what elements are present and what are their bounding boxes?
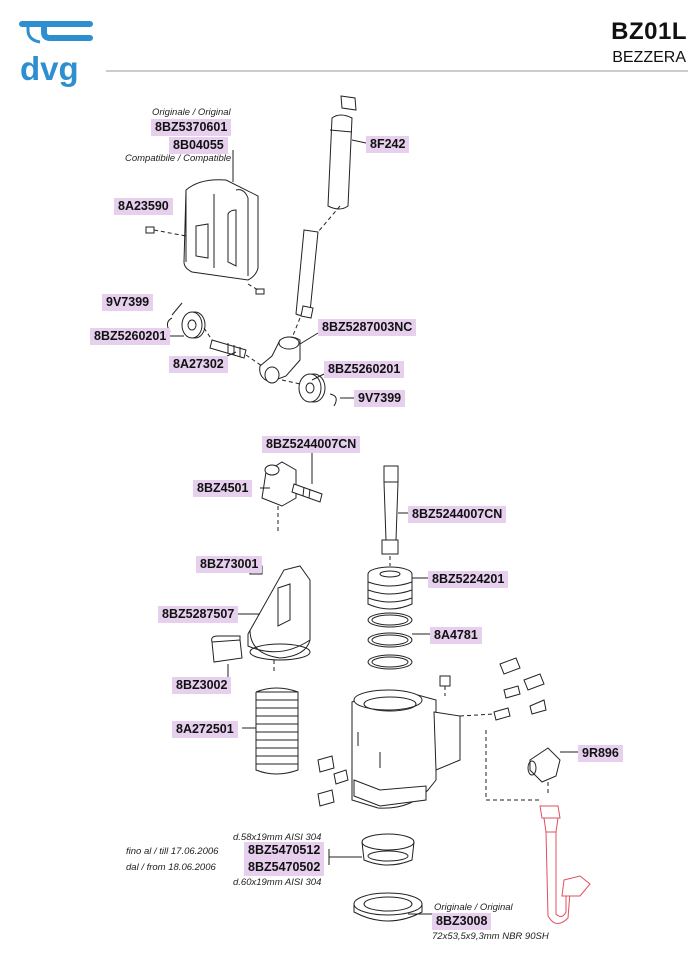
gasket-original-note: Originale / Original	[434, 902, 513, 913]
part-label-cap: 8BZ3002	[172, 677, 232, 694]
part-label-bearing-right: 8BZ5260201	[324, 361, 405, 378]
gasket-spec: 72x53,5x9,3mm NBR 90SH	[432, 931, 549, 942]
group-cylinder	[351, 675, 461, 809]
group-link	[260, 450, 323, 534]
group-tube	[539, 805, 591, 924]
group-piston	[367, 566, 428, 610]
group-rod	[381, 465, 408, 566]
filter-spec-bottom: d.60x19mm AISI 304	[233, 877, 322, 888]
part-label-link: 8BZ4501	[193, 480, 253, 497]
part-label-spring: 8A272501	[172, 721, 238, 738]
group-elbow	[527, 747, 578, 796]
part-label-support: 8BZ5287507	[158, 606, 239, 623]
model-code: BZ01L	[611, 18, 687, 45]
filter-code-until: 8BZ5470512	[244, 842, 325, 859]
part-label-piston: 8BZ5224201	[428, 571, 509, 588]
group-bottom-gasket	[353, 892, 432, 922]
part-label-pin: 8A27302	[169, 356, 228, 373]
part-label-spring-seat: 8BZ73001	[196, 556, 263, 573]
cover-compatible-note: Compatibile / Compatible	[125, 153, 232, 164]
cover-original-note: Originale / Original	[152, 107, 231, 118]
part-label-gasket-set: 8A4781	[430, 627, 482, 644]
part-label-rod: 8BZ5244007CN	[408, 506, 507, 523]
group-lever	[295, 95, 367, 319]
gasket-code: 8BZ3008	[432, 913, 492, 930]
group-bearings	[166, 302, 354, 407]
part-label-link-pin: 8BZ5244007CN	[262, 436, 361, 453]
filter-from-note: dal / from 18.06.2006	[126, 862, 216, 873]
group-hub	[259, 317, 319, 384]
dvg-logo: dvg	[16, 18, 96, 93]
part-label-circlip-right: 9V7399	[354, 390, 406, 407]
group-nuts-left	[317, 755, 349, 807]
dvg-logo-mark: dvg	[19, 21, 93, 87]
group-spring	[242, 687, 299, 775]
group-filter	[328, 833, 415, 866]
cover-compatible-code: 8B04055	[169, 137, 228, 154]
part-label-lever-hub: 8BZ5287003NC	[318, 319, 417, 336]
brand-name: BEZZERA	[612, 49, 686, 66]
group-screws-right	[459, 657, 547, 801]
group-screws-cover	[145, 226, 265, 295]
filter-until-note: fino al / till 17.06.2006	[126, 846, 219, 857]
cover-original-code: 8BZ5370601	[151, 119, 232, 136]
filter-spec-top: d.58x19mm AISI 304	[233, 832, 322, 843]
part-label-lever: 8F242	[366, 136, 410, 153]
group-cover	[183, 150, 259, 281]
part-label-bearing-left: 8BZ5260201	[90, 328, 171, 345]
group-cap	[211, 635, 243, 680]
group-gaskets	[367, 612, 430, 670]
part-label-circlip-left: 9V7399	[102, 294, 154, 311]
group-pin	[203, 327, 325, 385]
part-label-screw: 8A23590	[114, 198, 173, 215]
filter-code-from: 8BZ5470502	[244, 859, 325, 876]
group-support	[235, 565, 311, 672]
logo-text: dvg	[20, 50, 79, 87]
part-label-elbow: 9R896	[578, 745, 623, 762]
